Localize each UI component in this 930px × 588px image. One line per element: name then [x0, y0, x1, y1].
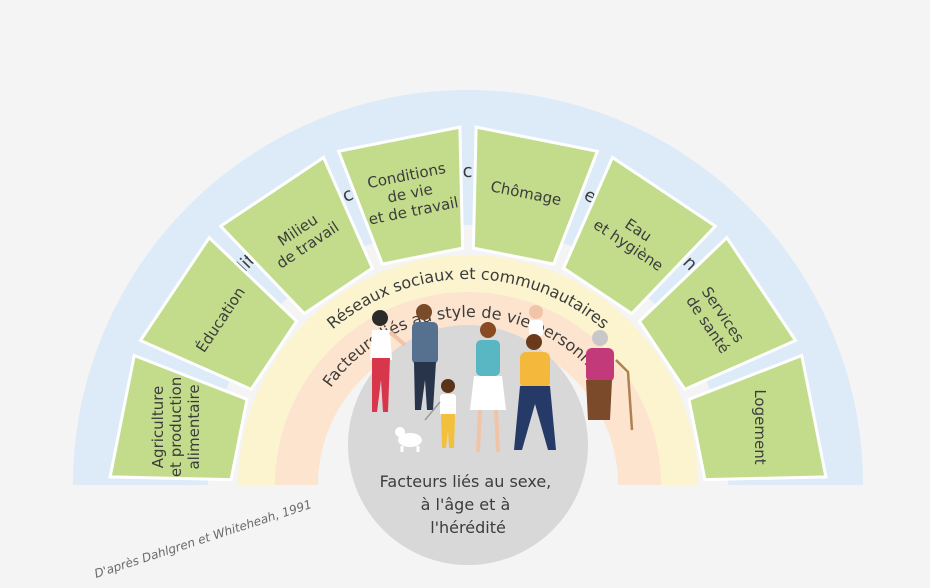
- sector-group: Agricultureet productionalimentaireÉduca…: [108, 125, 828, 482]
- dog-illustration: [395, 427, 422, 452]
- outer-ring: [73, 90, 863, 485]
- source-credit: D'après Dahlgren et Whiteheah, 1991: [93, 497, 314, 581]
- person-girl-yellow: [424, 379, 456, 448]
- sector-label: Logement: [751, 389, 769, 464]
- sector-box: [637, 235, 798, 392]
- person-man-yellow-with-child: [514, 305, 556, 450]
- sector-box: [138, 235, 299, 392]
- person-man-blue: [412, 304, 438, 410]
- center-label-line: à l'âge et à: [421, 495, 511, 514]
- sector-box: [561, 155, 718, 316]
- sector-box: [108, 353, 249, 482]
- sector-box: [471, 125, 600, 266]
- sector-label-line: Logement: [751, 389, 769, 464]
- person-woman-red: [370, 310, 407, 412]
- person-woman-teal: [470, 322, 506, 453]
- center-label: Facteurs liés au sexe, à l'âge et à l'hé…: [380, 472, 557, 537]
- center-label-line: l'hérédité: [430, 518, 506, 537]
- sector-label-line: alimentaire: [185, 384, 203, 469]
- sector-box: [336, 125, 465, 266]
- sector-box: [687, 353, 828, 482]
- social-ring: [238, 255, 698, 485]
- person-elderly-woman: [586, 330, 634, 431]
- sector-label: Agricultureet productionalimentaire: [149, 377, 203, 477]
- sector-label-line: et production: [167, 377, 185, 477]
- center-label-line: Facteurs liés au sexe,: [380, 472, 552, 491]
- sector-box: [218, 155, 375, 316]
- people-illustration: [370, 304, 634, 453]
- sector-label-line: Agriculture: [149, 386, 167, 469]
